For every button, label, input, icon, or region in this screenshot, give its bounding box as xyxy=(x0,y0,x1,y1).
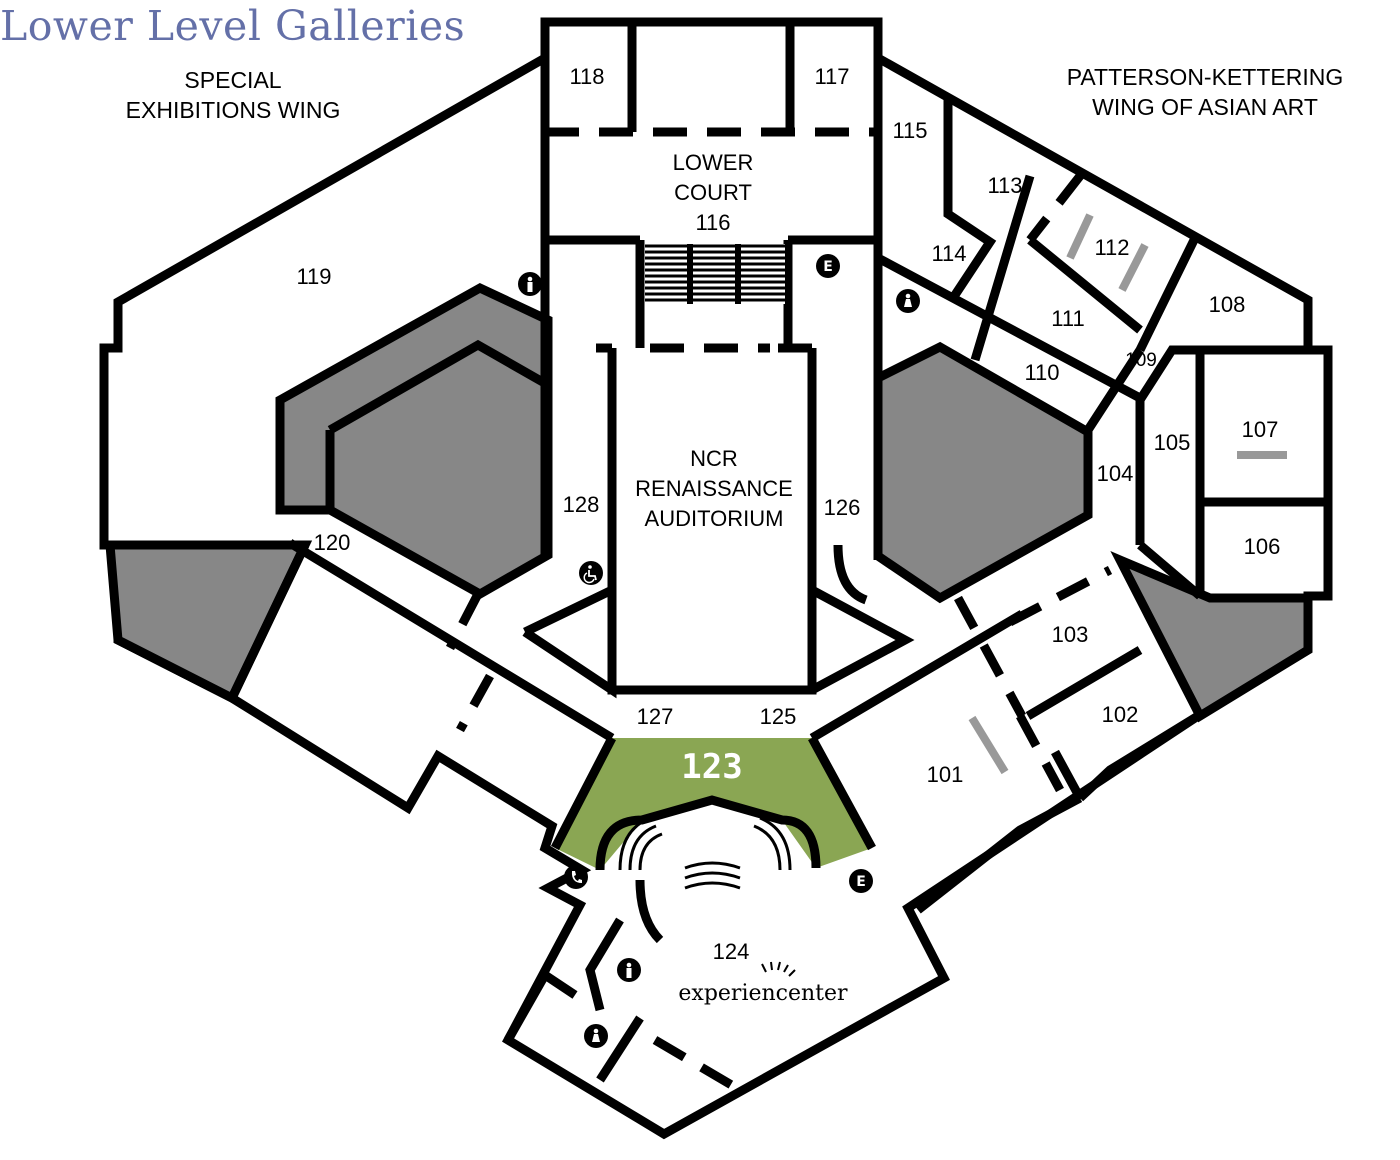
stairs xyxy=(645,244,785,304)
room-102-label[interactable]: 102 xyxy=(1102,702,1139,727)
auditorium-label: RENAISSANCE xyxy=(635,476,793,501)
room-103-label[interactable]: 103 xyxy=(1052,622,1089,647)
svg-text:E: E xyxy=(856,874,866,890)
closed-area-southeast xyxy=(1110,551,1313,723)
dashed-walls xyxy=(446,127,1330,1094)
restroom-icon[interactable] xyxy=(518,272,542,296)
map-title: Lower Level Galleries xyxy=(0,2,466,50)
room-119-label[interactable]: 119 xyxy=(296,264,331,289)
restroom-icon[interactable] xyxy=(896,289,920,313)
room-116-label: 116 xyxy=(695,210,730,235)
wing-label-asian-art: WING OF ASIAN ART xyxy=(1092,94,1318,120)
room-123-label[interactable]: 123 xyxy=(681,747,742,787)
room-111-label[interactable]: 111 xyxy=(1051,306,1084,331)
room-124-label[interactable]: 124 xyxy=(713,939,750,964)
room-114-label[interactable]: 114 xyxy=(931,241,966,266)
room-101-label[interactable]: 101 xyxy=(927,762,964,787)
room-128-label[interactable]: 128 xyxy=(563,492,600,517)
svg-text:E: E xyxy=(823,259,833,275)
wing-label-special-exhibitions: SPECIAL xyxy=(184,67,281,93)
inner-walls xyxy=(227,22,1328,1083)
closed-area-west xyxy=(275,282,553,600)
room-125-label[interactable]: 125 xyxy=(760,704,797,729)
elevator-icon[interactable]: E xyxy=(849,869,873,893)
room-127-label[interactable]: 127 xyxy=(637,704,674,729)
amphitheatre-stairs xyxy=(618,816,792,890)
room-109-label[interactable]: 109 xyxy=(1125,350,1157,371)
room-108-label[interactable]: 108 xyxy=(1209,292,1246,317)
elevator-icon[interactable]: E xyxy=(816,254,840,278)
lower-court-label: LOWER xyxy=(673,150,754,175)
bench xyxy=(1066,213,1094,260)
gallery-123-highlight[interactable] xyxy=(555,738,872,870)
room-118-label[interactable]: 118 xyxy=(569,64,604,89)
bench xyxy=(968,715,1009,775)
restroom-icon[interactable] xyxy=(584,1024,608,1048)
experiencenter-logo: experiencenter xyxy=(678,961,848,1006)
room-115-label[interactable]: 115 xyxy=(892,118,927,143)
closed-area-southwest xyxy=(105,540,313,705)
room-110-label[interactable]: 110 xyxy=(1024,360,1059,385)
room-113-label[interactable]: 113 xyxy=(987,173,1022,198)
room-120-label[interactable]: 120 xyxy=(314,530,351,555)
lower-court-label: COURT xyxy=(674,180,752,205)
room-117-label[interactable]: 117 xyxy=(814,64,849,89)
wing-label-special-exhibitions: EXHIBITIONS WING xyxy=(126,97,341,123)
experiencenter-logo-text: experiencenter xyxy=(678,981,848,1006)
phone-icon[interactable] xyxy=(564,865,588,889)
bench xyxy=(1118,243,1149,292)
auditorium-label: NCR xyxy=(690,446,738,471)
wheelchair-icon[interactable] xyxy=(579,561,603,585)
auditorium-label: AUDITORIUM xyxy=(645,506,784,531)
room-106-label[interactable]: 106 xyxy=(1244,534,1281,559)
room-112-label[interactable]: 112 xyxy=(1094,235,1129,260)
room-107-label[interactable]: 107 xyxy=(1242,417,1279,442)
wing-label-asian-art: PATTERSON-KETTERING xyxy=(1067,64,1343,90)
room-105-label[interactable]: 105 xyxy=(1154,430,1191,455)
restroom-icon[interactable] xyxy=(617,958,641,982)
room-104-label[interactable]: 104 xyxy=(1097,461,1134,486)
room-126-label[interactable]: 126 xyxy=(824,495,861,520)
